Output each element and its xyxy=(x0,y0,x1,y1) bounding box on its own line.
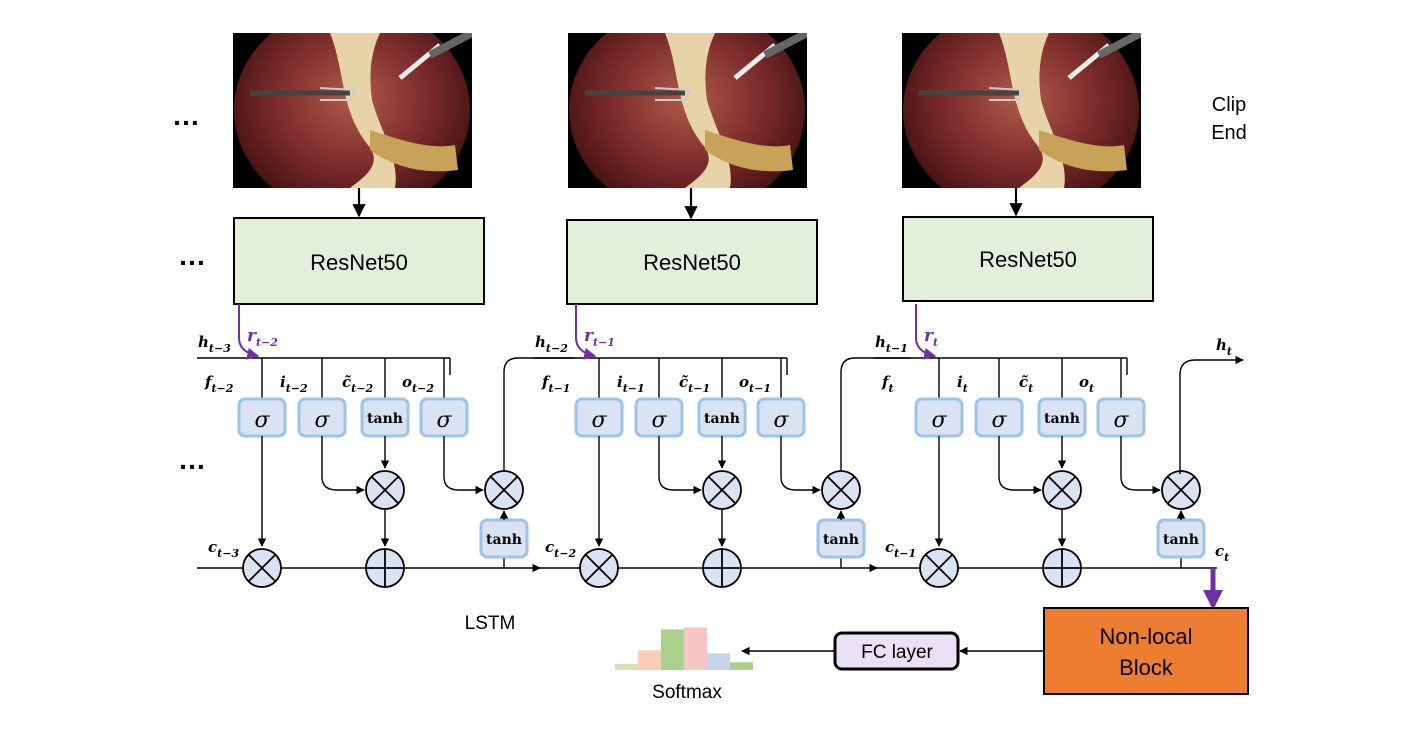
gate-label-i: it−2 xyxy=(280,373,308,395)
forget-multiply-op xyxy=(579,548,619,588)
frame-image-2 xyxy=(568,33,807,188)
r-label: rt xyxy=(924,326,938,349)
clip-end-label-line1: Clip xyxy=(1212,94,1246,116)
c-in-label: ct−1 xyxy=(885,538,916,560)
ellipsis-row-lstm: … xyxy=(178,444,206,475)
gate-symbol-f: σ xyxy=(931,408,947,433)
nonlocal-block: Non-local Block xyxy=(1043,607,1249,695)
nonlocal-label-line2: Block xyxy=(1119,655,1174,680)
resnet-label-3: ResNet50 xyxy=(979,247,1077,272)
gate-symbol-i: σ xyxy=(314,408,330,433)
input-wire xyxy=(658,436,702,495)
r-input-arrow xyxy=(238,304,260,360)
gate-label-o: ot xyxy=(1079,373,1094,395)
lstm-label: LSTM xyxy=(465,613,516,634)
h-out-arrow xyxy=(1179,355,1244,474)
cell-add-op xyxy=(365,548,405,588)
c-in-label: ct−3 xyxy=(208,538,239,560)
output-gate-wire xyxy=(780,436,821,495)
gate-symbol-c: tanh xyxy=(1044,411,1080,427)
r-label: rt−2 xyxy=(247,326,278,349)
input-multiply-op xyxy=(702,470,742,510)
cell-tanh-label: tanh xyxy=(823,532,859,548)
gate-symbol-o: σ xyxy=(436,408,452,433)
resnet-block-3: ResNet50 xyxy=(902,216,1154,302)
frame-image-3 xyxy=(902,33,1141,188)
output-multiply-op xyxy=(1161,470,1201,510)
softmax-bar xyxy=(684,627,707,670)
gate-label-f: ft−2 xyxy=(204,373,234,395)
nonlocal-label-line1: Non-local xyxy=(1100,624,1193,649)
r-label: rt−1 xyxy=(584,326,615,349)
gate-label-f: ft xyxy=(881,373,894,395)
softmax-label: Softmax xyxy=(652,682,722,703)
r-input-arrow xyxy=(915,304,937,360)
softmax-bar xyxy=(638,650,661,670)
input-multiply-op xyxy=(365,470,405,510)
gate-label-o: ot−2 xyxy=(402,373,434,395)
input-wire xyxy=(321,436,365,495)
softmax-bar xyxy=(661,629,684,670)
gate-label-c: c̃t−2 xyxy=(342,373,373,395)
gate-symbol-o: σ xyxy=(773,408,789,433)
resnet-label-2: ResNet50 xyxy=(643,250,741,275)
resnet-label-1: ResNet50 xyxy=(310,250,408,275)
clip-end-label-line2: End xyxy=(1211,122,1247,144)
h-in-label: ht−2 xyxy=(535,333,568,355)
c-out-label: ct xyxy=(1215,542,1229,564)
c-in-label: ct−2 xyxy=(545,538,576,560)
softmax-bar xyxy=(730,662,753,670)
gate-label-c: c̃t xyxy=(1019,373,1033,395)
h-in-label: ht−1 xyxy=(875,333,908,355)
forget-multiply-op xyxy=(919,548,959,588)
ellipsis-row-frames: … xyxy=(172,100,200,131)
output-multiply-op xyxy=(821,470,861,510)
r-input-arrow xyxy=(575,304,597,360)
softmax-bar xyxy=(615,663,638,670)
h-out-label: ht xyxy=(1216,336,1232,358)
resnet-block-2: ResNet50 xyxy=(566,219,818,305)
gate-symbol-f: σ xyxy=(591,408,607,433)
ellipsis-row-resnet: … xyxy=(178,240,206,271)
h-output-wire xyxy=(503,357,574,470)
gate-symbol-c: tanh xyxy=(367,411,403,427)
gate-symbol-f: σ xyxy=(254,408,270,433)
gate-label-f: ft−1 xyxy=(541,373,570,395)
cell-tanh-label: tanh xyxy=(486,532,522,548)
h-output-wire xyxy=(840,357,911,470)
gate-label-i: it−1 xyxy=(617,373,645,395)
gate-label-c: c̃t−1 xyxy=(679,373,710,395)
output-multiply-op xyxy=(484,470,524,510)
gate-label-i: it xyxy=(957,373,968,395)
softmax-bar xyxy=(707,653,730,670)
frame-image-1 xyxy=(233,33,472,188)
softmax-histogram xyxy=(615,627,753,670)
output-gate-wire xyxy=(443,436,484,495)
cell-add-op xyxy=(1042,548,1082,588)
forget-multiply-op xyxy=(242,548,282,588)
gate-symbol-c: tanh xyxy=(704,411,740,427)
h-in-label: ht−3 xyxy=(198,333,231,355)
input-wire xyxy=(998,436,1042,495)
output-gate-wire xyxy=(1120,436,1161,495)
gate-symbol-i: σ xyxy=(991,408,1007,433)
input-multiply-op xyxy=(1042,470,1082,510)
gate-symbol-o: σ xyxy=(1113,408,1129,433)
cell-add-op xyxy=(702,548,742,588)
gate-symbol-i: σ xyxy=(651,408,667,433)
resnet-block-1: ResNet50 xyxy=(233,217,485,305)
cell-tanh-label: tanh xyxy=(1163,532,1199,548)
fc-layer-block: FC layer xyxy=(833,631,960,671)
fc-layer-label: FC layer xyxy=(861,642,933,663)
gate-label-o: ot−1 xyxy=(739,373,771,395)
